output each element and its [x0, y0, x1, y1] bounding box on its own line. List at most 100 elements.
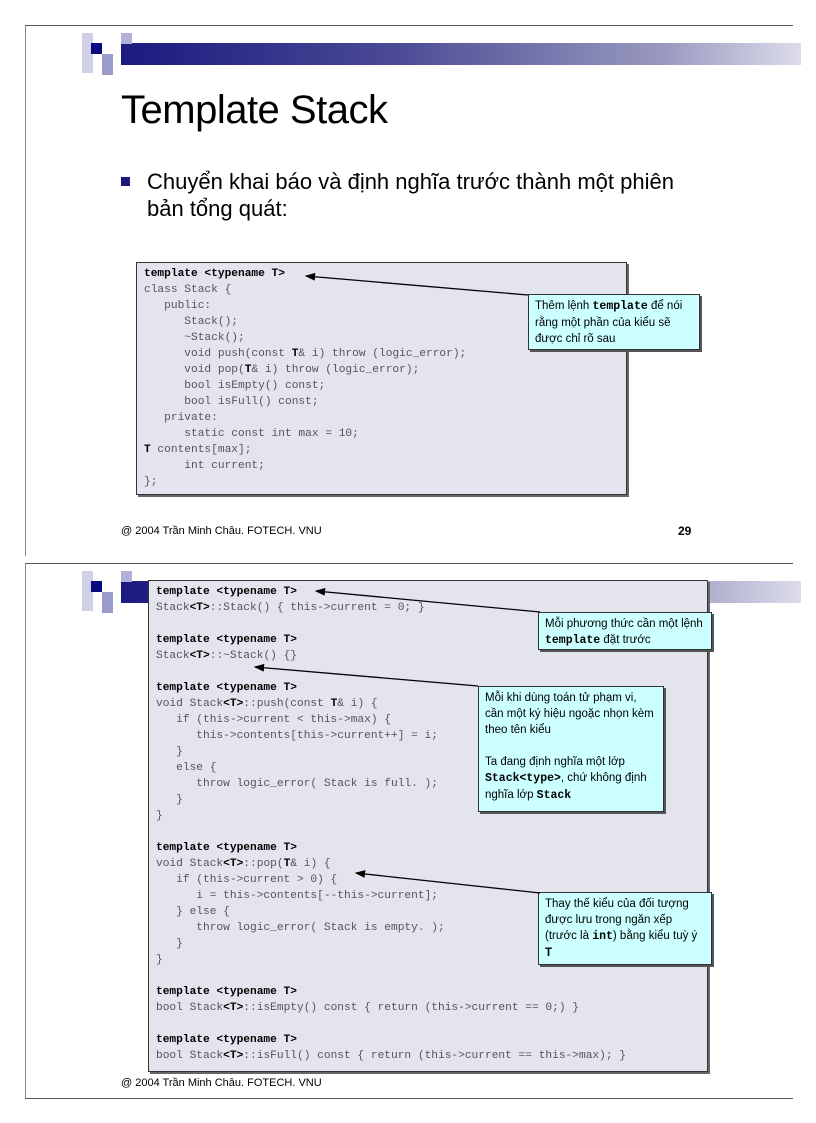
- code-token: this->contents[this->current++] = i;: [156, 730, 438, 742]
- code-token: template <typename T>: [156, 634, 297, 646]
- code-line: void push(const T& i) throw (logic_error…: [144, 346, 466, 362]
- code-token: Stack: [156, 650, 190, 662]
- code-token: private:: [144, 412, 218, 424]
- code-token: }: [156, 938, 183, 950]
- code-token: & i) throw (logic_error);: [251, 364, 420, 376]
- code-token: ::isFull() const { return (this->current…: [243, 1050, 626, 1062]
- code-line: void Stack<T>::pop(T& i) {: [156, 856, 331, 872]
- code-token: <T>: [223, 1002, 244, 1014]
- page-title: Template Stack: [121, 88, 388, 132]
- callout-template-each-method: Mỗi phương thức cần một lệnh template đặ…: [538, 612, 712, 650]
- code-token: void pop(: [144, 364, 245, 376]
- code-line: template <typename T>: [156, 584, 297, 600]
- callout-replace-type: Thay thế kiểu của đối tượng được lưu tro…: [538, 892, 712, 965]
- code-line: } else {: [156, 904, 230, 920]
- code-line: bool Stack<T>::isFull() const { return (…: [156, 1048, 626, 1064]
- code-token: throw logic_error( Stack is full. );: [156, 778, 438, 790]
- code-token: bool Stack: [156, 1002, 224, 1014]
- code-line: Stack<T>::~Stack() {}: [156, 648, 297, 664]
- code-token: ::push(const: [243, 698, 331, 710]
- code-token: throw logic_error( Stack is empty. );: [156, 922, 445, 934]
- code-token: & i) {: [290, 858, 331, 870]
- code-token: <T>: [223, 698, 244, 710]
- code-line: class Stack {: [144, 282, 231, 298]
- code-token: bool Stack: [156, 1050, 224, 1062]
- code-line: Stack<T>::Stack() { this->current = 0; }: [156, 600, 425, 616]
- code-token: Stack: [156, 602, 190, 614]
- code-token: void push(const: [144, 348, 292, 360]
- code-line: }: [156, 792, 183, 808]
- code-token: <T>: [189, 602, 210, 614]
- code-line: void pop(T& i) throw (logic_error);: [144, 362, 419, 378]
- code-token: int current;: [144, 460, 265, 472]
- callout-scope-operator: Mỗi khi dùng toán tử phạm vi, cần một ký…: [478, 686, 664, 812]
- code-line: template <typename T>: [156, 1032, 297, 1048]
- code-token: if (this->current < this->max) {: [156, 714, 391, 726]
- code-line: i = this->contents[--this->current];: [156, 888, 438, 904]
- footer-copyright: @ 2004 Trần Minh Châu. FOTECH. VNU: [121, 525, 322, 537]
- code-line: template <typename T>: [144, 266, 285, 282]
- code-token: } else {: [156, 906, 230, 918]
- code-token: contents[max];: [150, 444, 252, 456]
- code-token: class Stack {: [144, 284, 232, 296]
- code-token: template <typename T>: [156, 586, 297, 598]
- code-token: };: [144, 476, 158, 488]
- code-line: bool isEmpty() const;: [144, 378, 325, 394]
- code-line: ~Stack();: [144, 330, 245, 346]
- code-token: ::pop(: [243, 858, 284, 870]
- code-token: & i) {: [337, 698, 378, 710]
- code-line: private:: [144, 410, 218, 426]
- code-token: void Stack: [156, 698, 224, 710]
- code-line: template <typename T>: [156, 840, 297, 856]
- code-line: throw logic_error( Stack is full. );: [156, 776, 438, 792]
- code-line: }: [156, 952, 163, 968]
- code-token: template <typename T>: [156, 986, 297, 998]
- code-line: throw logic_error( Stack is empty. );: [156, 920, 445, 936]
- code-token: bool isEmpty() const;: [144, 380, 326, 392]
- code-line: public:: [144, 298, 211, 314]
- code-line: bool Stack<T>::isEmpty() const { return …: [156, 1000, 579, 1016]
- code-token: bool isFull() const;: [144, 396, 319, 408]
- code-token: template <typename T>: [156, 1034, 297, 1046]
- code-token: i = this->contents[--this->current];: [156, 890, 438, 902]
- code-token: template <typename T>: [144, 268, 285, 280]
- bullet-text: Chuyển khai báo và định nghĩa trước thàn…: [147, 169, 674, 221]
- code-token: <T>: [223, 1050, 244, 1062]
- code-token: T: [291, 348, 299, 360]
- code-line: template <typename T>: [156, 984, 297, 1000]
- code-token: public:: [144, 300, 212, 312]
- code-line: template <typename T>: [156, 632, 297, 648]
- footer-copyright: @ 2004 Trần Minh Châu. FOTECH. VNU: [121, 1077, 322, 1089]
- code-line: bool isFull() const;: [144, 394, 319, 410]
- slide-2-frame: [25, 563, 793, 1099]
- code-line: Stack();: [144, 314, 238, 330]
- bullet-square-icon: [121, 177, 130, 186]
- callout-template-note: Thêm lệnh template để nói rằng một phần …: [528, 294, 700, 350]
- code-token: if (this->current > 0) {: [156, 874, 338, 886]
- code-token: else {: [156, 762, 217, 774]
- page-number: 29: [678, 524, 692, 538]
- code-line: else {: [156, 760, 216, 776]
- code-line: this->contents[this->current++] = i;: [156, 728, 438, 744]
- code-token: T: [144, 444, 151, 456]
- code-token: ::isEmpty() const { return (this->curren…: [243, 1002, 579, 1014]
- code-token: }: [156, 746, 183, 758]
- code-token: ~Stack();: [144, 332, 245, 344]
- code-line: }: [156, 744, 183, 760]
- slide-1-frame: [25, 25, 793, 556]
- code-line: }: [156, 936, 183, 952]
- code-token: & i) throw (logic_error);: [298, 348, 467, 360]
- code-line: template <typename T>: [156, 680, 297, 696]
- code-line: if (this->current < this->max) {: [156, 712, 391, 728]
- code-line: int current;: [144, 458, 265, 474]
- code-line: }: [156, 808, 163, 824]
- code-token: void Stack: [156, 858, 224, 870]
- code-line: void Stack<T>::push(const T& i) {: [156, 696, 378, 712]
- code-token: <T>: [223, 858, 244, 870]
- code-line: if (this->current > 0) {: [156, 872, 337, 888]
- code-token: ::Stack() { this->current = 0; }: [209, 602, 425, 614]
- code-token: }: [156, 954, 163, 966]
- code-line: static const int max = 10;: [144, 426, 359, 442]
- code-block: template <typename T>Stack<T>::Stack() {…: [148, 580, 708, 1072]
- code-line: };: [144, 474, 157, 490]
